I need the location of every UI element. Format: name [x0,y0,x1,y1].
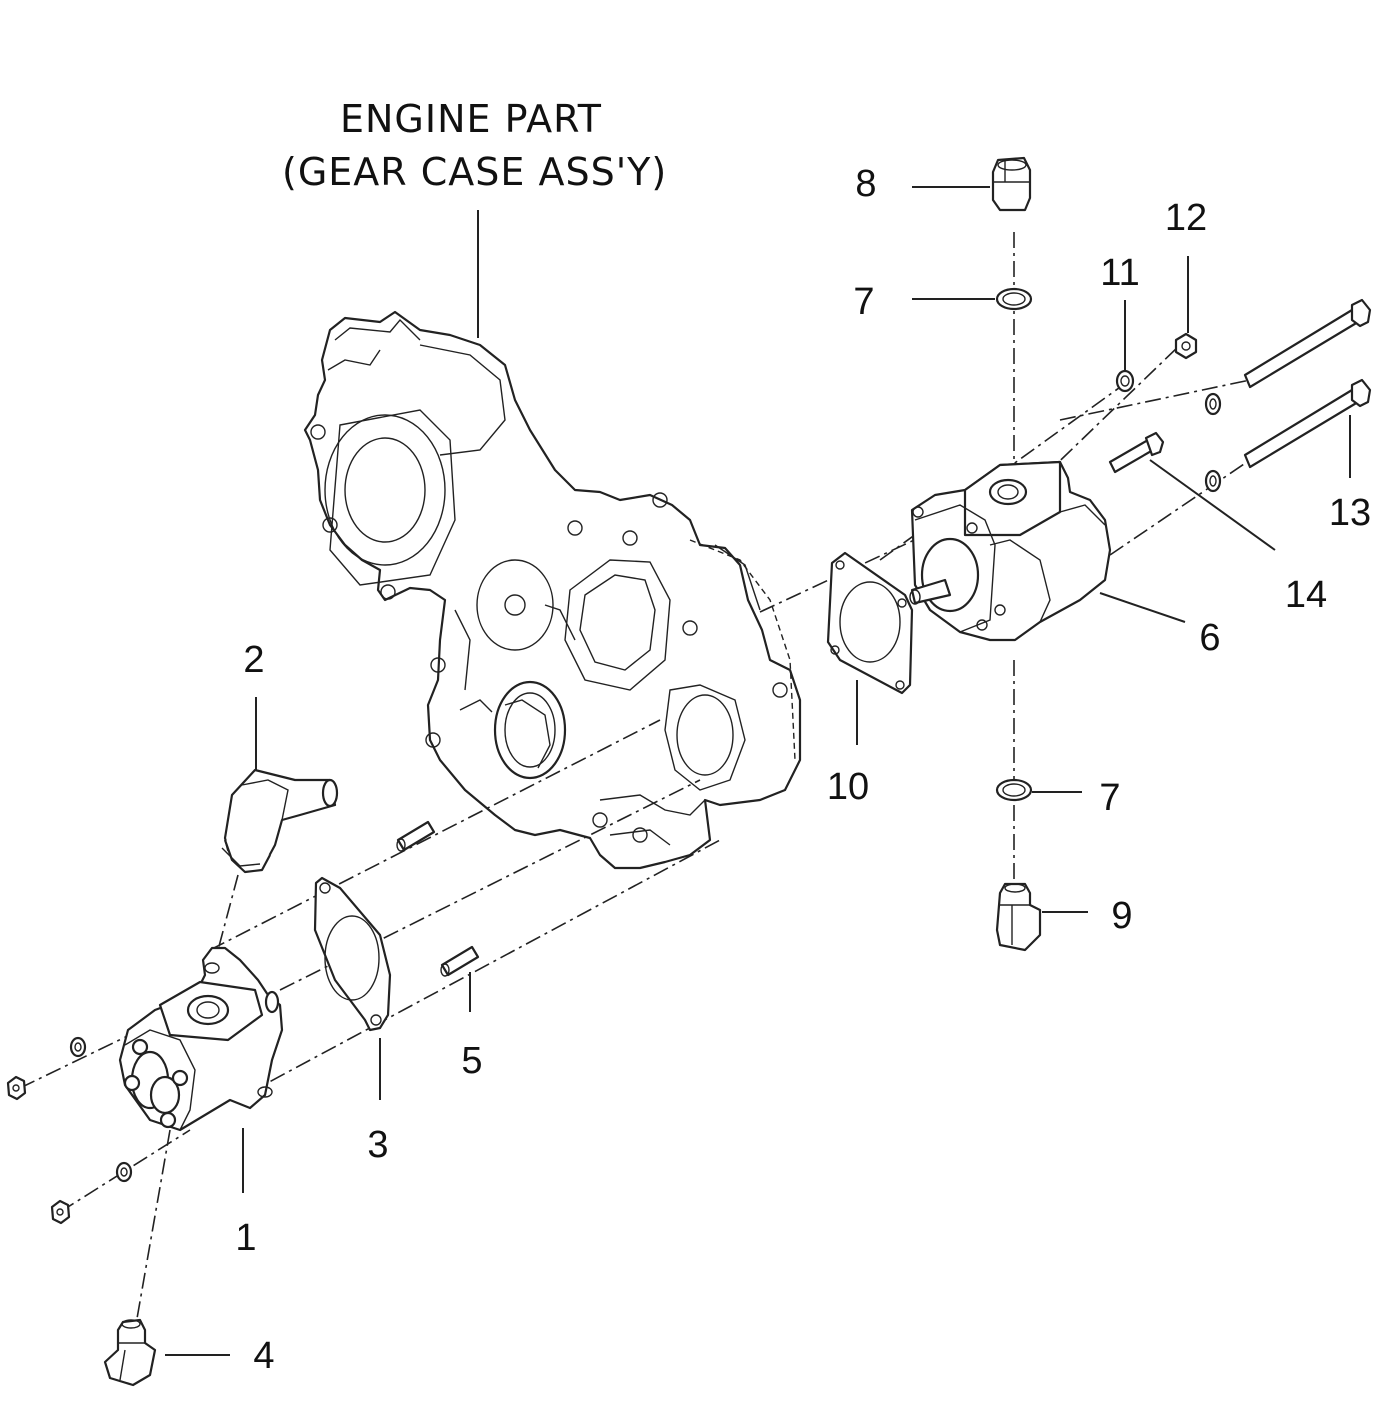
callout-7-lower: 7 [1099,777,1121,819]
part-5-dowel-pin-upper [396,820,436,852]
title-line-1: ENGINE PART [340,97,602,141]
part-13-bolt-lower [1243,378,1372,469]
part-8-plug [991,156,1032,212]
part-1-nut-upper [6,1075,27,1101]
part-6-hydraulic-pump [909,460,1112,642]
part-2-elbow-fitting [221,768,339,874]
leader-14 [1149,459,1276,551]
part-3-gasket [313,876,392,1032]
callout-14: 14 [1284,574,1328,616]
part-13-bolt-upper [1243,298,1372,389]
callout-3: 3 [367,1124,389,1166]
part-1-gear-pump [118,946,284,1132]
leader-6 [1099,592,1186,623]
part-12-nut [1174,332,1198,360]
callout-7-upper: 7 [853,281,875,323]
part-7-oring-upper [995,287,1033,311]
callout-10: 10 [826,766,870,808]
part-5-dowel-pin-lower [440,945,480,977]
part-1-washer-upper [69,1036,87,1058]
part-7-oring-lower [995,778,1033,802]
callout-4: 4 [253,1335,275,1377]
part-11-washer-2 [1204,392,1222,416]
callout-9: 9 [1111,895,1133,937]
part-11-washer [1115,369,1135,393]
part-1-nut-lower [50,1199,71,1225]
part-4-fitting [103,1318,157,1387]
callout-8: 8 [855,163,877,205]
part-14-stud [1108,431,1165,474]
gear-case-assembly [303,310,802,870]
part-11-washer-3 [1204,469,1222,493]
callout-12: 12 [1164,197,1208,239]
part-10-gasket [826,551,914,695]
callout-5: 5 [461,1040,483,1082]
part-1-washer-lower [115,1161,133,1183]
callout-1: 1 [235,1217,257,1259]
callout-6: 6 [1199,617,1221,659]
callout-2: 2 [243,639,265,681]
callout-11: 11 [1100,252,1140,294]
part-9-fitting [995,882,1042,952]
title-line-2: (GEAR CASE ASS'Y) [282,150,668,194]
callout-13: 13 [1328,492,1372,534]
